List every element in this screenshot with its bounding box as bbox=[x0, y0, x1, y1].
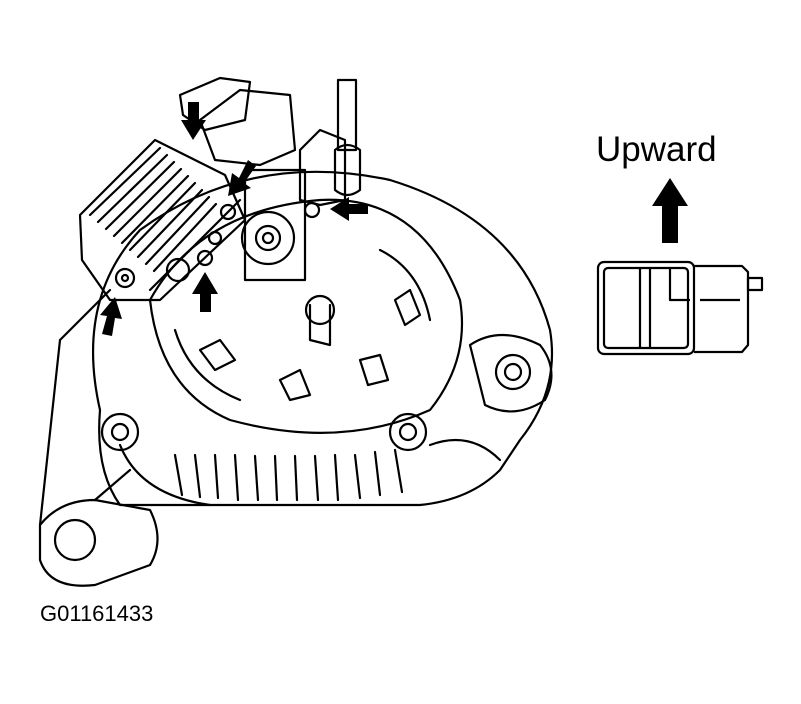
regulator-screw-upper bbox=[219, 203, 237, 221]
rear-cover bbox=[148, 198, 464, 434]
bolt-boss-right bbox=[388, 412, 428, 452]
arrow-icon bbox=[228, 160, 256, 196]
mounting-ear-right bbox=[468, 334, 553, 413]
arrow-icon bbox=[330, 197, 368, 221]
arrow-icon bbox=[192, 272, 218, 312]
regulator-screw-lower bbox=[114, 267, 136, 289]
voltage-regulator bbox=[78, 138, 321, 302]
direction-label: Upward bbox=[596, 130, 717, 169]
brush-holder bbox=[178, 76, 362, 282]
arrow-icon bbox=[181, 102, 206, 140]
brush-screw bbox=[303, 201, 321, 219]
arrow-icon bbox=[100, 297, 122, 336]
cooling-fins bbox=[173, 448, 404, 502]
upward-arrow-icon bbox=[652, 178, 688, 243]
rotor-shaft bbox=[240, 210, 296, 266]
pointer-arrows bbox=[100, 102, 688, 336]
alternator-housing bbox=[91, 170, 554, 507]
heatsink-fins bbox=[88, 146, 218, 273]
connector-icon bbox=[596, 260, 764, 356]
regulator-screw-mid bbox=[196, 249, 214, 267]
terminal-stud bbox=[304, 294, 336, 326]
bolt-boss-left bbox=[100, 412, 140, 452]
figure-code: G01161433 bbox=[40, 601, 154, 626]
mounting-bracket bbox=[38, 288, 159, 587]
